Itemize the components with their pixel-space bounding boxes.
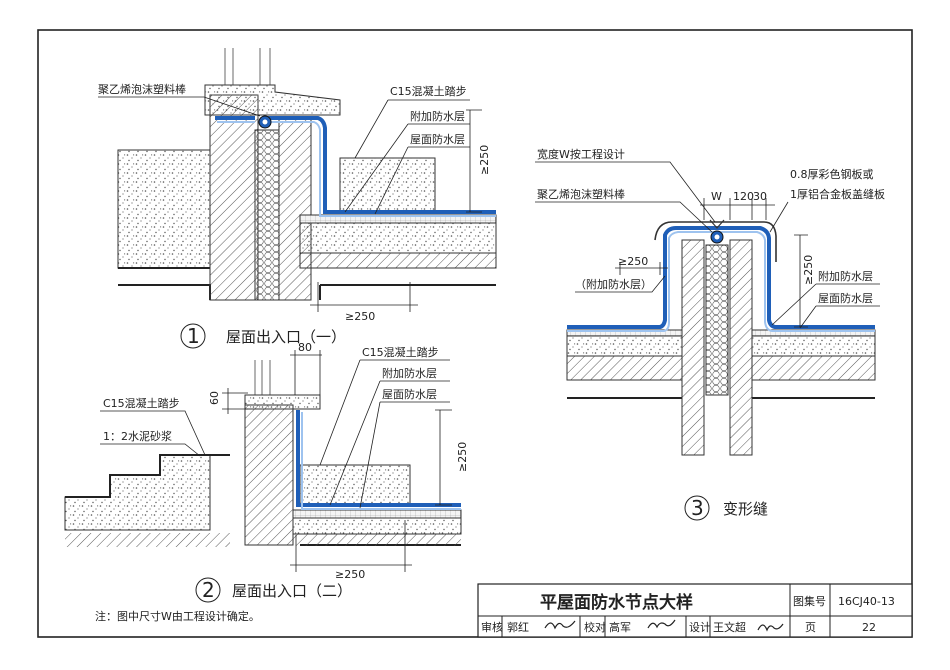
- detail3-label-width: 宽度W按工程设计: [537, 147, 625, 161]
- detail1-label-step: C15混凝土踏步: [390, 84, 467, 98]
- detail-1: 聚乙烯泡沫塑料棒 C15混凝土踏步 附加防水层 屋面防水层 ≥250 ≥250 …: [98, 48, 497, 349]
- detail2-label-additional: 附加防水层: [382, 366, 437, 380]
- detail3-label-roof: 屋面防水层: [818, 291, 873, 305]
- design-label: 设计: [689, 621, 711, 634]
- detail1-step: [339, 157, 436, 214]
- detail3-membrane: [567, 226, 875, 329]
- detail2-wall: [244, 404, 294, 546]
- detail3-label-cover-2: 1厚铝合金板盖缝板: [790, 187, 885, 201]
- detail1-number-circle: [180, 323, 206, 349]
- detail-3: 宽度W按工程设计 聚乙烯泡沫塑料棒 0.8厚彩色钢板或 1厚铝合金板盖缝板 W …: [535, 147, 885, 521]
- designer-signature: [757, 623, 784, 632]
- detail3-label-cover-1: 0.8厚彩色钢板或: [790, 167, 874, 181]
- check-label: 校对: [584, 620, 606, 634]
- reviewer-name: 郭红: [507, 621, 529, 634]
- sheet-frame: [37, 29, 913, 638]
- detail3-wall-right: [729, 239, 753, 456]
- designer-name: 王文超: [713, 620, 746, 634]
- checker-name: 高军: [609, 620, 631, 634]
- detail1-dim-horizontal: ≥250: [345, 310, 375, 323]
- atlas-number: 16CJ40-13: [838, 595, 895, 608]
- detail2-dim-horizontal: ≥250: [335, 568, 365, 581]
- note: 注：图中尺寸W由工程设计确定。: [95, 609, 260, 623]
- detail2-number: 2: [202, 578, 215, 602]
- detail3-dim-left: ≥250: [618, 255, 648, 268]
- detail2-cap: [244, 394, 321, 410]
- detail2-label-step: C15混凝土踏步: [362, 345, 439, 359]
- checker-signature: [647, 619, 676, 629]
- detail3-dim-120: 120: [733, 190, 754, 203]
- detail2-membrane: [296, 410, 461, 507]
- detail-2: C15混凝土踏步 1：2水泥砂浆 C15混凝土踏步 附加防水层 屋面防水层 80…: [64, 341, 469, 623]
- page-label: 页: [805, 621, 816, 634]
- detail1-membrane: [215, 116, 496, 214]
- detail1-cap: [204, 84, 341, 116]
- detail3-wall-left: [681, 239, 705, 456]
- detail2-label-mortar: 1：2水泥砂浆: [103, 429, 172, 443]
- detail1-number: 1: [187, 324, 200, 348]
- detail1-label-roof: 屋面防水层: [410, 132, 465, 146]
- detail2-dim-60: 60: [208, 391, 221, 405]
- detail3-cover-plate: [654, 221, 777, 262]
- detail3-dim-30: 30: [753, 190, 767, 203]
- reviewer-signature: [544, 620, 576, 630]
- detail1-label-additional: 附加防水层: [410, 109, 465, 123]
- detail1-caption: 屋面出入口（一）: [226, 328, 346, 346]
- detail2-step: [299, 464, 411, 506]
- detail3-number-circle: [684, 495, 710, 521]
- page-number: 22: [862, 621, 876, 634]
- detail2-dim-80: 80: [298, 341, 312, 354]
- detail2-dim-vertical: ≥250: [456, 442, 469, 472]
- detail2-number-circle: [195, 577, 221, 603]
- detail1-dim-vertical: ≥250: [478, 145, 491, 175]
- detail3-foam-column: [705, 244, 729, 396]
- detail3-label-additional: 附加防水层: [818, 269, 873, 283]
- drawing-title: 平屋面防水节点大样: [540, 592, 693, 613]
- detail3-caption: 变形缝: [723, 500, 768, 518]
- detail2-label-roof: 屋面防水层: [382, 387, 437, 401]
- detail3-label-foam-rod: 聚乙烯泡沫塑料棒: [537, 187, 625, 201]
- detail1-label-foam-rod: 聚乙烯泡沫塑料棒: [98, 82, 186, 96]
- detail1-foam-column: [254, 129, 280, 301]
- detail2-caption: 屋面出入口（二）: [232, 582, 352, 600]
- detail1-wall-left: [209, 94, 259, 301]
- atlas-label: 图集号: [793, 594, 826, 608]
- detail1-slab-left: [117, 149, 211, 269]
- detail2-label-step-left: C15混凝土踏步: [103, 396, 180, 410]
- detail3-dim-right: ≥250: [802, 255, 815, 285]
- detail3-dim-w: W: [711, 190, 722, 203]
- detail3-number: 3: [691, 496, 704, 520]
- detail2-stairs: [64, 454, 211, 531]
- detail3-label-additional-left: （附加防水层）: [575, 277, 652, 291]
- review-label: 审核: [481, 620, 503, 634]
- title-block: 平屋面防水节点大样 图集号 16CJ40-13 审核 郭红 校对 高军 设计 王…: [477, 583, 913, 638]
